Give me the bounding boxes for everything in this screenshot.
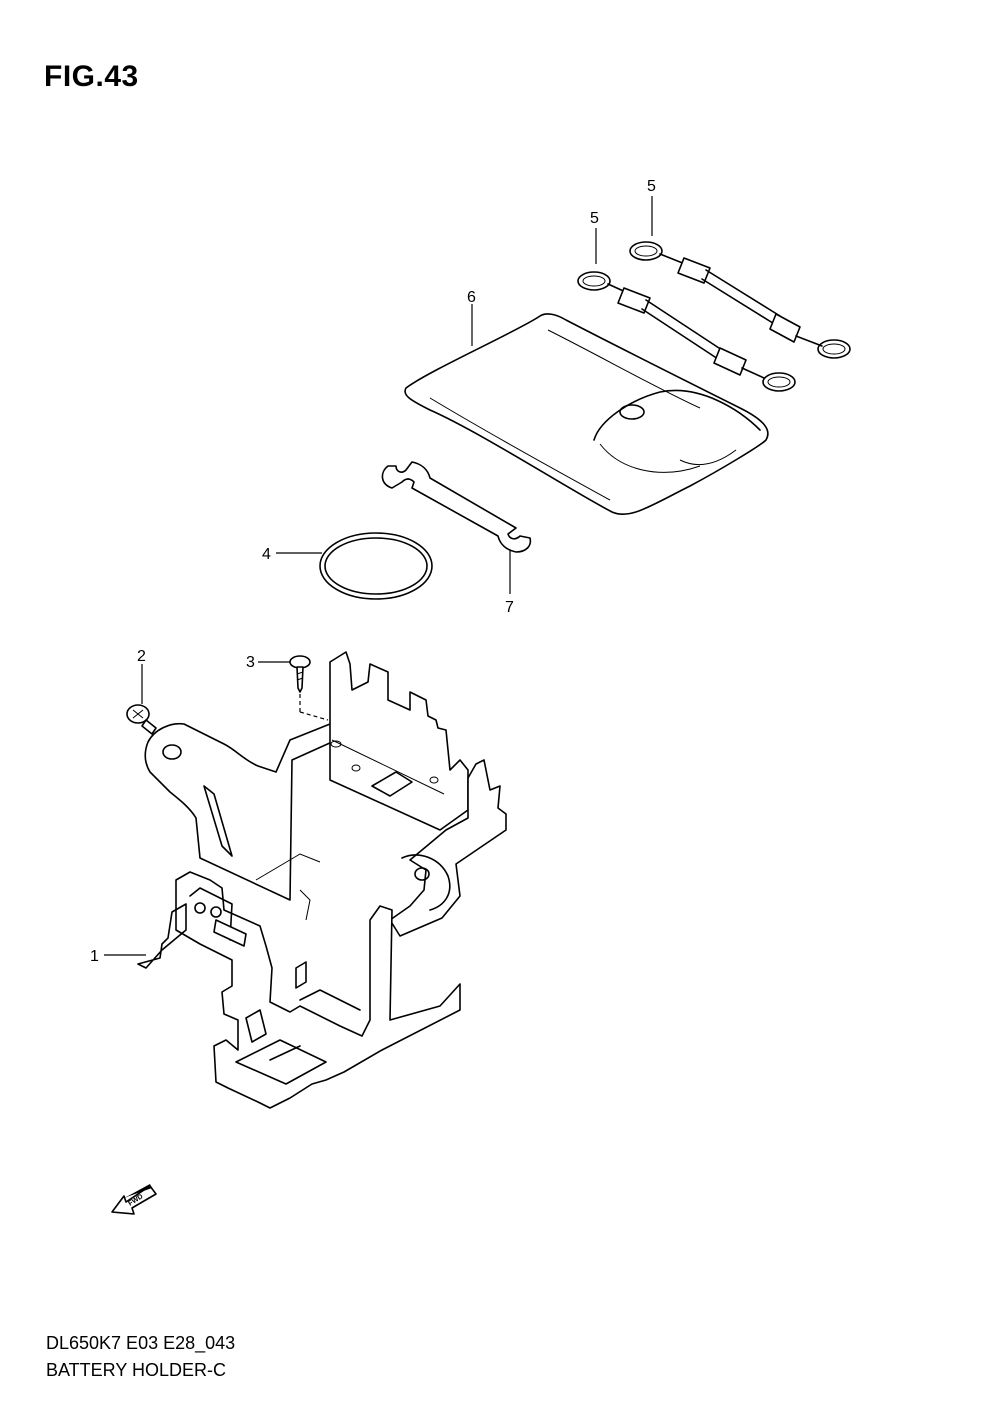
part-name: BATTERY HOLDER-C	[46, 1360, 227, 1380]
battery-strap-front	[577, 271, 796, 392]
callout-5b: 5	[647, 178, 656, 195]
bolt	[126, 704, 173, 755]
callout-5a: 5	[590, 210, 599, 227]
callout-2: 2	[137, 648, 146, 665]
battery-holder	[137, 651, 507, 1109]
screw	[289, 655, 329, 721]
tool-bag	[404, 313, 769, 516]
callout-3: 3	[246, 654, 255, 671]
o-ring	[319, 532, 433, 600]
forward-arrow-icon: FWD	[111, 1184, 157, 1215]
figure-title: FIG.43	[44, 60, 139, 93]
model-code: DL650K7 E03 E28_043	[46, 1333, 236, 1353]
callout-7: 7	[505, 599, 514, 616]
wrench	[381, 461, 532, 553]
callout-1: 1	[90, 948, 99, 965]
callout-4: 4	[262, 546, 271, 563]
battery-strap-rear	[629, 241, 851, 359]
callout-6: 6	[467, 289, 476, 306]
